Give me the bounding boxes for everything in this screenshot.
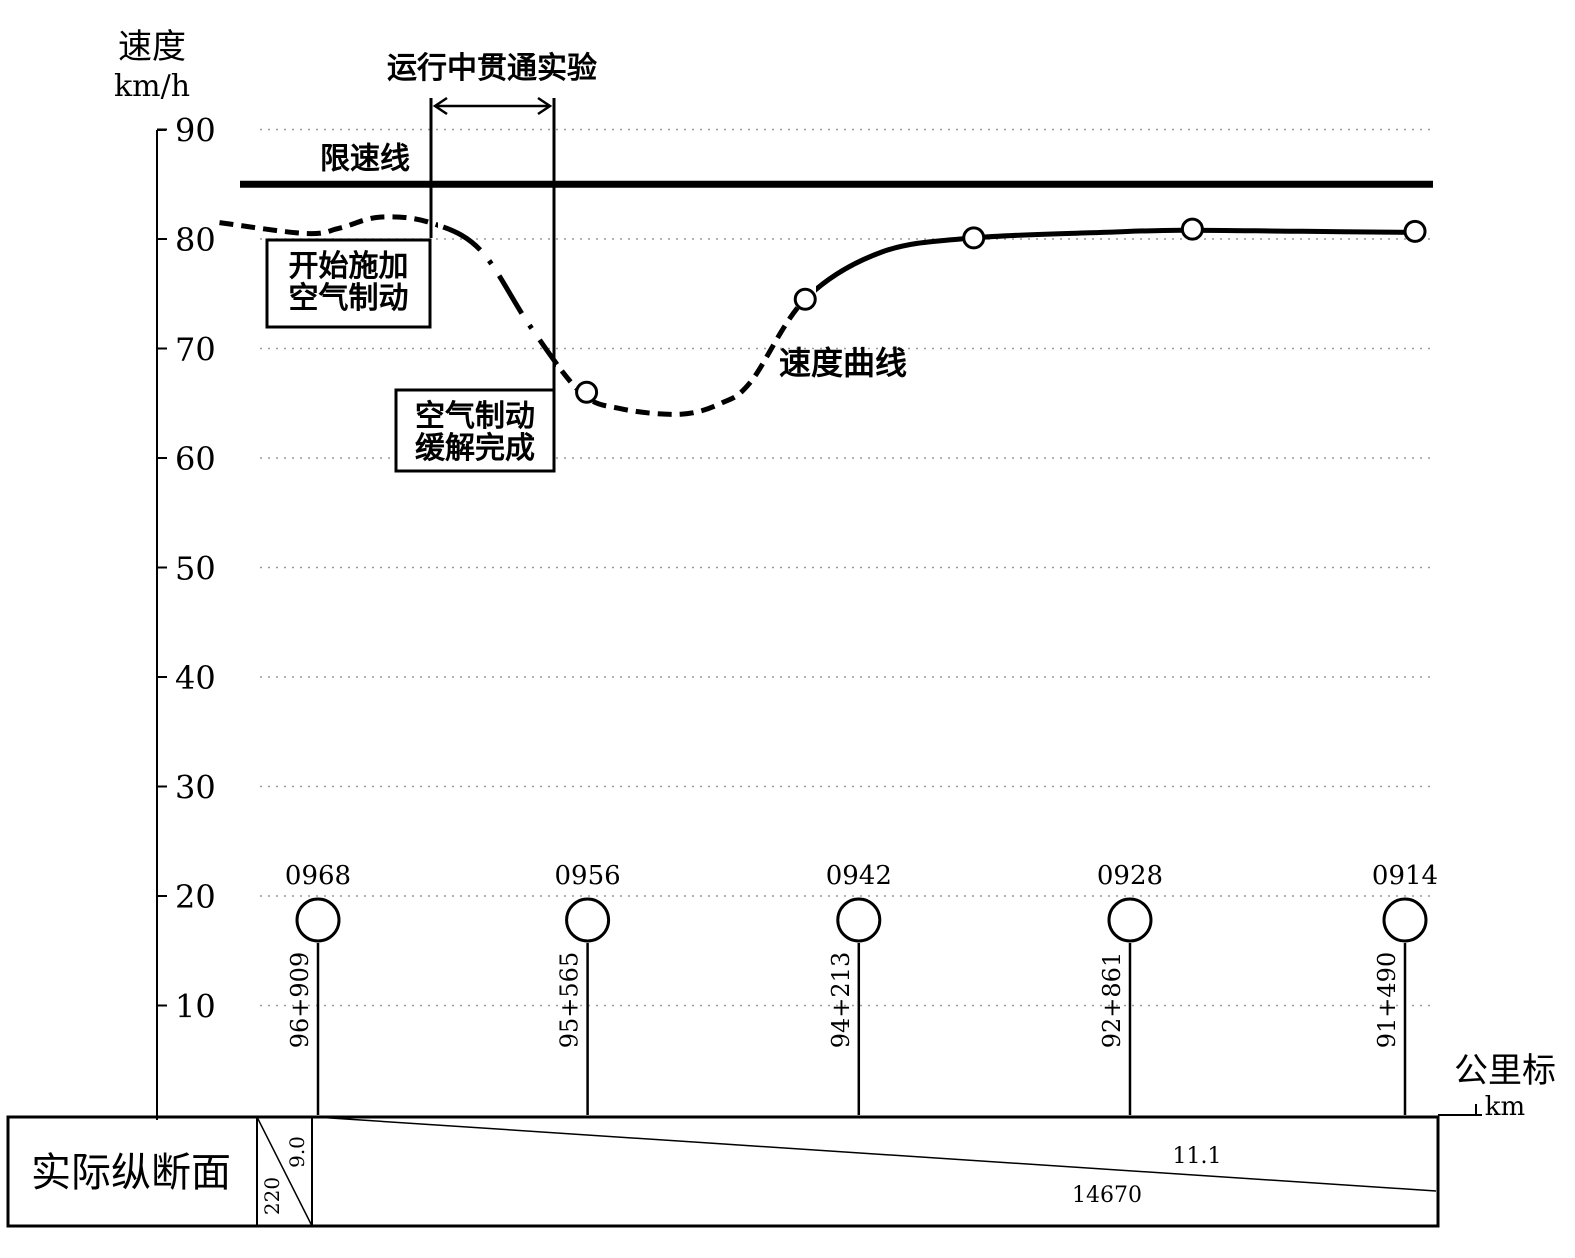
y-axis-unit: km/h: [114, 69, 190, 104]
y-tick-label: 10: [175, 988, 216, 1026]
interval-arrowhead-right: [537, 96, 553, 116]
signal-km-label: 91+490: [1373, 952, 1401, 1048]
signal-icon: [1382, 897, 1428, 943]
curve-markers: [575, 217, 1427, 404]
signal-id-label: 0914: [1372, 861, 1438, 891]
interval-arrowhead-left: [432, 96, 448, 116]
signal-icon: [295, 897, 341, 943]
y-axis: 速度 km/h: [114, 27, 190, 1120]
y-tick-label: 80: [175, 221, 216, 259]
annotation-text: 缓解完成: [415, 431, 535, 466]
interval-label: 运行中贯通实验: [387, 51, 597, 86]
curve-marker: [1180, 217, 1204, 241]
y-tick-label: 60: [175, 440, 216, 478]
curve-marker: [1403, 219, 1427, 243]
curve-marker: [793, 287, 817, 311]
x-axis: 公里标 km: [1438, 1051, 1556, 1122]
profile-table: 实际纵断面 9.0 220 11.1 14670: [6, 1115, 1440, 1228]
annotation-box: [265, 238, 432, 329]
signal-km-label: 92+861: [1098, 952, 1126, 1048]
signal-id-label: 0956: [555, 861, 621, 891]
signals: 0968 96+909 0956 95+565 0942 94+213 0928 92+861…: [285, 861, 1438, 1115]
profile-main-grade: 11.1: [1173, 1144, 1222, 1169]
signal-km-label: 94+213: [827, 952, 855, 1048]
y-tick-label: 90: [175, 112, 216, 150]
speed-curve-label: 速度曲线: [779, 344, 907, 382]
y-tick-label: 50: [175, 550, 216, 588]
signal-km-label: 96+909: [286, 952, 314, 1048]
signal-icon: [836, 897, 882, 943]
profile-left-grade: 9.0: [285, 1136, 309, 1168]
profile-main-length: 14670: [1072, 1183, 1142, 1208]
signal-icon: [1107, 897, 1153, 943]
y-tick-label: 30: [175, 769, 216, 807]
y-tick-label: 20: [175, 878, 216, 916]
test-interval: 运行中贯通实验: [387, 51, 597, 398]
annotation-text: 开始施加: [289, 249, 409, 284]
x-axis-unit: km: [1485, 1092, 1525, 1122]
speed-curve: 速度曲线: [219, 214, 1418, 417]
annotation-box: [394, 388, 556, 473]
profile-left-length: 220: [260, 1177, 284, 1215]
annotation-text: 空气制动: [415, 399, 535, 434]
curve-marker: [962, 226, 986, 250]
signal-id-label: 0942: [826, 861, 892, 891]
speed-limit: 限速线: [240, 141, 1433, 188]
signal-id-label: 0928: [1097, 861, 1163, 891]
signal-km-label: 95+565: [556, 952, 584, 1048]
profile-title: 实际纵断面: [31, 1150, 231, 1196]
annotation-text: 空气制动: [289, 281, 409, 316]
curve-marker: [575, 380, 599, 404]
speed-curve-after: [816, 227, 1418, 293]
y-ticks: 10 20 30 40 50 60 70 80 90: [157, 112, 216, 1026]
speed-curve-recovery: [556, 286, 816, 417]
signal-id-label: 0968: [285, 861, 351, 891]
y-tick-label: 40: [175, 659, 216, 697]
signal-icon: [565, 897, 611, 943]
x-axis-label: 公里标: [1454, 1051, 1556, 1091]
y-axis-label: 速度: [118, 27, 186, 67]
y-tick-label: 70: [175, 331, 216, 369]
speed-limit-label: 限速线: [320, 141, 410, 176]
